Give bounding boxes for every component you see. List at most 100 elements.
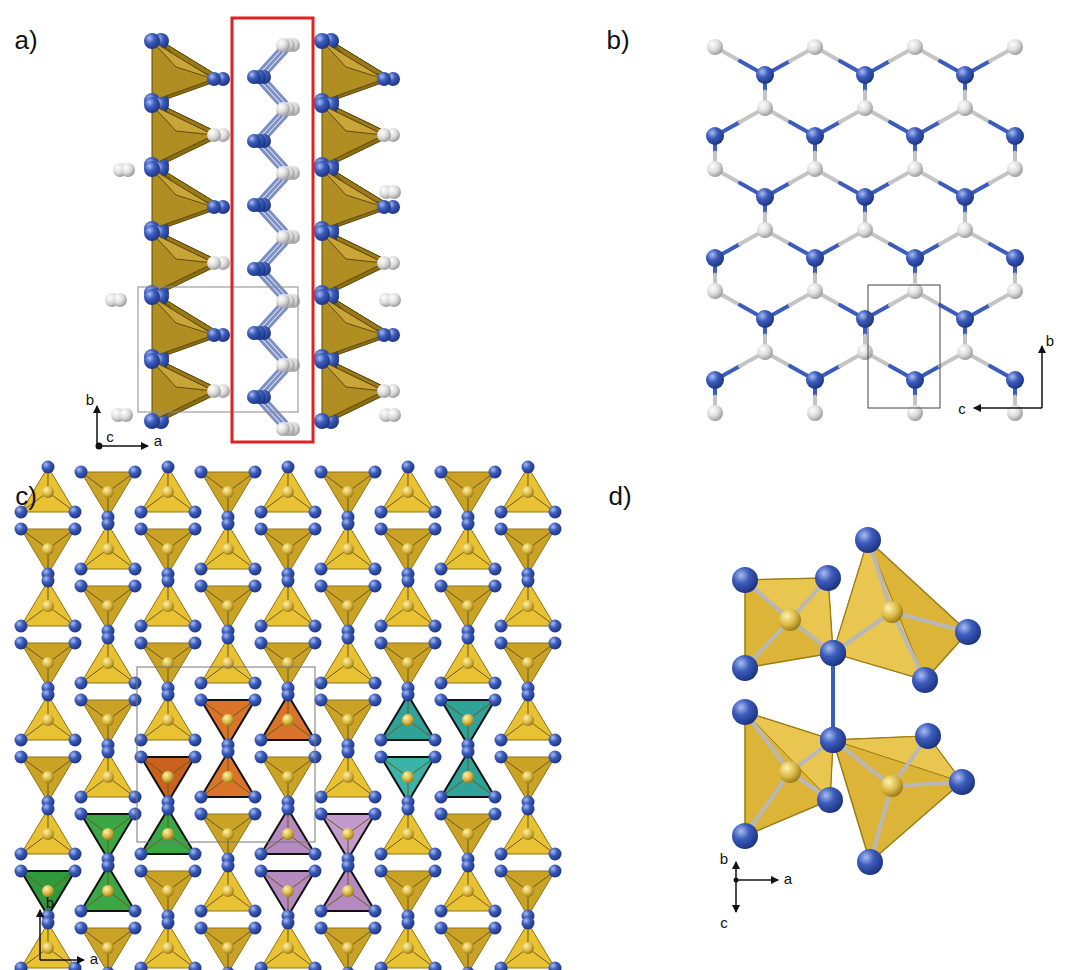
nitrogen-atom xyxy=(144,33,160,49)
phosphorus-atom xyxy=(282,828,294,840)
nitrogen-atom xyxy=(255,848,268,861)
nitrogen-atom xyxy=(249,694,262,707)
hydrogen-atom xyxy=(1007,161,1023,177)
nitrogen-atom xyxy=(247,326,261,340)
tetrahedron xyxy=(321,586,375,631)
nitrogen-atom xyxy=(42,917,55,930)
tetrahedron xyxy=(833,540,968,680)
phosphorus-atom xyxy=(42,657,54,669)
hydrogen-atom xyxy=(377,384,391,398)
nitrogen-atom xyxy=(429,620,442,633)
nitrogen-atom xyxy=(189,734,202,747)
tetrahedron-face xyxy=(152,361,214,391)
phosphorus-atom xyxy=(42,543,54,555)
nitrogen-atom xyxy=(375,523,388,536)
highlighted-tetrahedron xyxy=(261,871,315,916)
tetrahedron xyxy=(261,757,315,802)
phosphorus-atom xyxy=(102,486,114,498)
phosphorus-atom xyxy=(462,543,474,555)
nitrogen-atom xyxy=(135,865,148,878)
hydrogen-atom xyxy=(757,222,773,238)
hydrogen-atom xyxy=(707,161,723,177)
axis-arrow xyxy=(97,445,148,447)
phosphorus-atom xyxy=(42,486,54,498)
phosphorus-atom xyxy=(282,771,294,783)
nitrogen-atom xyxy=(135,637,148,650)
phosphorus-atom xyxy=(102,543,114,555)
nitrogen-atom xyxy=(144,225,160,241)
tetrahedron-face xyxy=(322,233,384,263)
nitrogen-atom xyxy=(189,848,202,861)
tetrahedron xyxy=(81,928,135,970)
nitrogen-atom xyxy=(549,865,562,878)
tetrahedron xyxy=(21,923,75,968)
axis-label: c xyxy=(106,429,114,444)
nitrogen-atom xyxy=(15,620,28,633)
nitrogen-atom xyxy=(189,637,202,650)
hydrogen-atom xyxy=(119,408,133,422)
axis-arrow xyxy=(735,862,737,880)
phosphorus-atom xyxy=(162,600,174,612)
nitrogen-atom xyxy=(706,371,724,389)
nitrogen-atom xyxy=(489,466,502,479)
hydrogen-atom xyxy=(1007,39,1023,55)
nitrogen-atom xyxy=(314,161,330,177)
nitrogen-atom xyxy=(255,506,268,519)
tetrahedron-face xyxy=(322,169,384,207)
phosphorus-atom xyxy=(462,486,474,498)
phosphorus-atom xyxy=(402,600,414,612)
highlighted-tetrahedron xyxy=(321,866,375,911)
nitrogen-atom xyxy=(75,694,88,707)
nitrogen-atom xyxy=(69,751,82,764)
nitrogen-atom xyxy=(69,637,82,650)
tetrahedron xyxy=(501,529,555,574)
nitrogen-atom xyxy=(1006,371,1024,389)
phosphorus-atom xyxy=(42,828,54,840)
hydrogen-atom xyxy=(807,39,823,55)
tetrahedron xyxy=(141,871,195,916)
nitrogen-atom xyxy=(856,188,874,206)
axis-label: a xyxy=(154,433,162,448)
phosphorus-atom xyxy=(42,600,54,612)
tetrahedron xyxy=(322,233,384,293)
tetrahedron xyxy=(141,695,195,740)
highlighted-tetrahedron xyxy=(81,814,135,859)
nitrogen-atom xyxy=(222,632,235,645)
tetrahedron xyxy=(501,923,555,968)
tetrahedron xyxy=(745,712,833,836)
unit-cell xyxy=(868,285,940,408)
nitrogen-atom xyxy=(135,506,148,519)
panel-label: a) xyxy=(14,27,37,53)
nitrogen-atom xyxy=(249,791,262,804)
nitrogen-atom xyxy=(102,518,115,531)
tetrahedron xyxy=(81,638,135,683)
nitrogen-atom xyxy=(42,689,55,702)
nitrogen-atom xyxy=(342,967,355,970)
hydrogen-atom xyxy=(957,222,973,238)
phosphorus-atom xyxy=(282,486,294,498)
nitrogen-atom xyxy=(129,791,142,804)
phosphorus-atom xyxy=(102,714,114,726)
nitrogen-atom xyxy=(377,200,391,214)
nitrogen-atom xyxy=(75,563,88,576)
phosphorus-atom xyxy=(462,771,474,783)
hydrogen-atom xyxy=(276,294,290,308)
highlight-box xyxy=(232,18,313,442)
nitrogen-atom xyxy=(756,310,774,328)
nitrogen-atom xyxy=(195,563,208,576)
nitrogen-atom xyxy=(282,803,295,816)
tetrahedron xyxy=(501,871,555,916)
nitrogen-atom xyxy=(342,632,355,645)
nitrogen-atom xyxy=(69,620,82,633)
phosphorus-atom xyxy=(342,885,354,897)
nitrogen-atom xyxy=(255,734,268,747)
nitrogen-atom xyxy=(309,506,322,519)
nitrogen-atom xyxy=(489,563,502,576)
nitrogen-atom xyxy=(255,523,268,536)
nitrogen-atom xyxy=(522,689,535,702)
nitrogen-atom xyxy=(375,734,388,747)
nitrogen-atom xyxy=(402,461,415,474)
nitrogen-atom xyxy=(195,580,208,593)
nitrogen-atom xyxy=(129,905,142,918)
hydrogen-atom xyxy=(207,256,221,270)
